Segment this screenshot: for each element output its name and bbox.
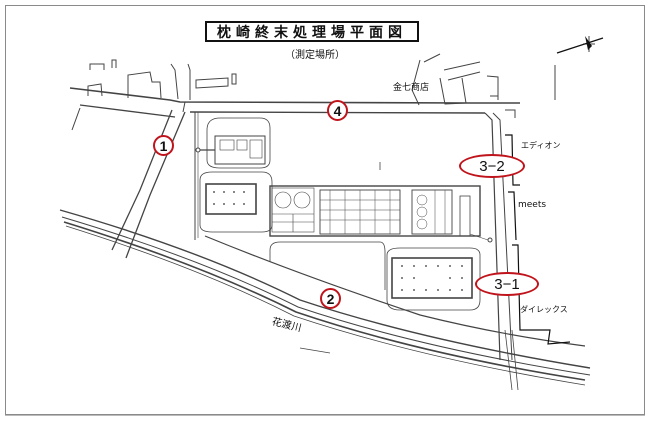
label-edion: エディオン xyxy=(521,141,561,150)
label-direx: ダイレックス xyxy=(520,305,568,314)
label-meets: meets xyxy=(518,200,547,210)
page-title: 枕崎終末処理場平面図 xyxy=(205,21,419,42)
marker-label: 1 xyxy=(159,137,168,154)
marker-label: 3−2 xyxy=(479,157,505,175)
measurement-point-2[interactable]: 2 xyxy=(320,288,341,309)
measurement-point-1[interactable]: 1 xyxy=(153,135,174,156)
page-subtitle: （測定場所） xyxy=(285,50,345,61)
measurement-point-3-1[interactable]: 3−1 xyxy=(475,272,539,296)
measurement-point-4[interactable]: 4 xyxy=(327,100,348,121)
marker-label: 4 xyxy=(333,102,342,119)
label-kinshichi-shop: 金七商店 xyxy=(393,83,430,93)
marker-label: 2 xyxy=(326,290,335,307)
map-frame xyxy=(5,5,645,415)
measurement-point-3-2[interactable]: 3−2 xyxy=(459,154,525,178)
marker-label: 3−1 xyxy=(494,275,520,293)
compass-north-arrow-icon xyxy=(556,36,604,54)
